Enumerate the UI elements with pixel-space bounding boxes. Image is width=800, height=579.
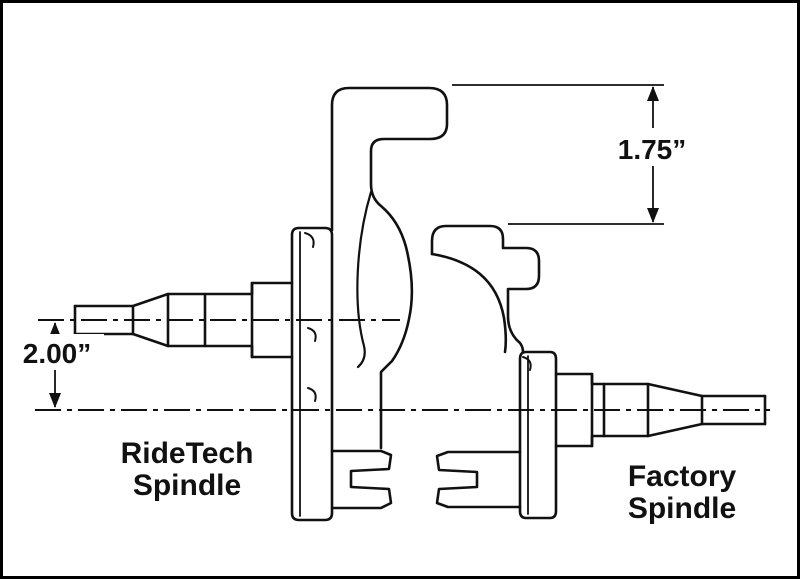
dimension-arrowheads — [49, 86, 659, 408]
dimension-2-00-label: 2.00” — [23, 338, 92, 369]
factory-shaft-top — [554, 372, 767, 398]
arrowhead-up-icon — [647, 86, 659, 101]
ridetech-shaft-bottom — [73, 332, 294, 359]
ridetech-hook-detail-2 — [307, 327, 317, 342]
factory-arm-inner-contour — [430, 252, 508, 354]
factory-hook-detail — [522, 356, 532, 371]
arrowhead-down-icon — [49, 393, 61, 408]
ridetech-plate — [290, 226, 334, 522]
factory-arm-outline — [430, 224, 541, 354]
factory-spindle-drawing — [430, 224, 767, 520]
ridetech-hook-detail-3 — [307, 387, 317, 402]
dimension-1-75-label: 1.75” — [618, 134, 687, 165]
factory-lower-fork — [435, 450, 522, 509]
factory-plate — [518, 350, 558, 520]
ridetech-hook-detail-1 — [304, 232, 315, 248]
factory-spindle-label-line1: Factory — [628, 460, 737, 493]
ridetech-spindle-label-line2: Spindle — [133, 469, 241, 502]
arrowhead-down-icon — [647, 208, 659, 223]
factory-shaft-bottom — [554, 422, 767, 448]
ridetech-shaft-top — [73, 281, 294, 308]
ridetech-body-inner-contour — [356, 190, 373, 369]
ridetech-spindle-label-line1: RideTech — [121, 437, 254, 470]
dim-1-75-mask — [604, 128, 700, 166]
arrowhead-up-icon — [49, 322, 61, 337]
ridetech-lower-fork — [330, 449, 393, 510]
factory-spindle-label-line2: Spindle — [628, 492, 736, 525]
ridetech-spindle-drawing — [73, 86, 449, 522]
ridetech-arm-body-outline — [330, 86, 449, 450]
dim-2-00-mask — [12, 334, 104, 370]
